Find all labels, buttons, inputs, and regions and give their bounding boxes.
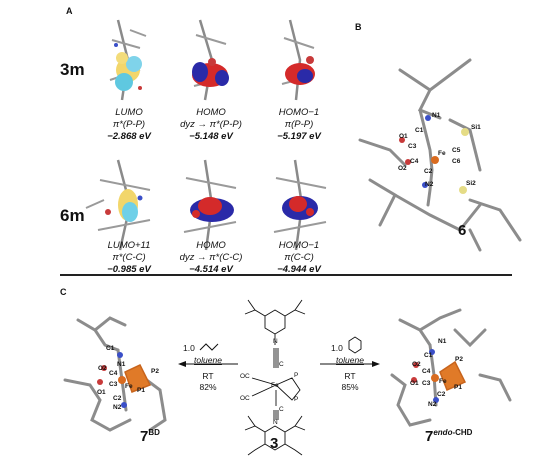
panel-b-letter: B [355,22,362,32]
atom-o1-left: O1 [97,389,106,396]
atom-fe-b: Fe [438,150,446,157]
atom-c2-b: C2 [424,168,433,175]
atom-c4-left: C4 [109,370,118,377]
atom-c3-right: C3 [422,380,431,387]
atom-o1-b: O1 [399,133,408,140]
orbital-label-6m-homo: HOMO dyz → π*(C-C) −4.514 eV [179,240,243,275]
atom-si1-b: Si1 [471,124,481,131]
atom-p2-right: P2 [455,356,463,363]
orbital-6m-homo-image [183,159,237,251]
orbital-label-6m-homo1: HOMO−1 π(C-C) −4.944 eV [277,240,321,275]
reagent-amount-right: 1.0 [331,343,343,353]
reaction-conditions-left: toluene RT 82% [194,355,222,392]
orbital-label-3m-homo: HOMO dyz → π*(P-P) −5.148 eV [180,107,242,142]
orbital-3m-lumo-image [109,19,147,101]
panel-divider [60,274,512,276]
row-label-3m: 3m [60,60,85,79]
atom-c1-right: C1 [424,352,433,359]
center-atom-c-bottom: C [279,406,284,413]
atom-n1-right: N1 [438,338,447,345]
center-atom-oc-bottom: OC [240,395,250,402]
atom-c4-b: C4 [410,158,419,165]
reaction-conditions-right: toluene RT 85% [336,355,364,392]
atom-si2-b: Si2 [466,180,476,187]
atom-n1-left: N1 [117,361,126,368]
orbital-3m-homo-image [192,19,229,101]
center-atom-fe: Fe [271,382,279,389]
atom-fe-left: Fe [125,383,133,390]
center-atom-oc-top: OC [240,373,250,380]
atom-c2-left: C2 [113,395,122,402]
center-atom-n-top: N [273,338,278,345]
atom-n2-b: N2 [425,181,434,188]
center-atom-n-bottom: N [273,419,278,426]
compound-7endo-chd-label: 7endo-CHD [425,428,473,445]
atom-o1-right: O1 [410,380,419,387]
atom-c6-b: C6 [452,158,461,165]
atom-c2-right: C2 [437,391,446,398]
center-atom-c-top: C [279,361,284,368]
center-atom-p2: P [294,396,299,403]
atom-c1-b: C1 [415,127,424,134]
atom-o2-left: O2 [98,365,107,372]
atom-o2-b: O2 [398,165,407,172]
atom-c1-left: C1 [106,345,115,352]
atom-c4-right: C4 [422,368,431,375]
orbital-6m-homo1-image [273,159,327,251]
atom-c5-b: C5 [452,147,461,154]
atom-n1-b: N1 [432,112,441,119]
center-atom-p1: P [294,372,299,379]
orbital-3m-homo1-image [281,19,315,101]
orbital-label-3m-lumo: LUMO π*(P-P) −2.868 eV [107,107,151,142]
atom-n2-right: N2 [428,401,437,408]
compound-6-label: 6 [458,222,467,239]
compound-3-label: 3 [270,435,279,452]
orbital-6m-lumo11-image [85,159,151,251]
row-label-6m: 6m [60,206,85,225]
atom-o2-right: O2 [412,361,421,368]
atom-c3-b: C3 [408,143,417,150]
panel-c-letter: C [60,287,67,297]
atom-p1-right: P1 [454,384,462,391]
orbital-label-6m-lumo11: LUMO+11 π*(C-C) −0.985 eV [107,240,151,275]
atom-p2-left: P2 [151,368,159,375]
atom-n2-left: N2 [113,404,122,411]
atom-p1-left: P1 [137,387,145,394]
atom-c3-left: C3 [109,381,118,388]
orbital-label-3m-homo1: HOMO−1 π(P-P) −5.197 eV [277,107,321,142]
compound-7bd-label: 7BD [140,428,160,445]
panel-a-letter: A [66,6,73,16]
reagent-amount-left: 1.0 [183,343,195,353]
atom-fe-right: Fe [439,378,447,385]
